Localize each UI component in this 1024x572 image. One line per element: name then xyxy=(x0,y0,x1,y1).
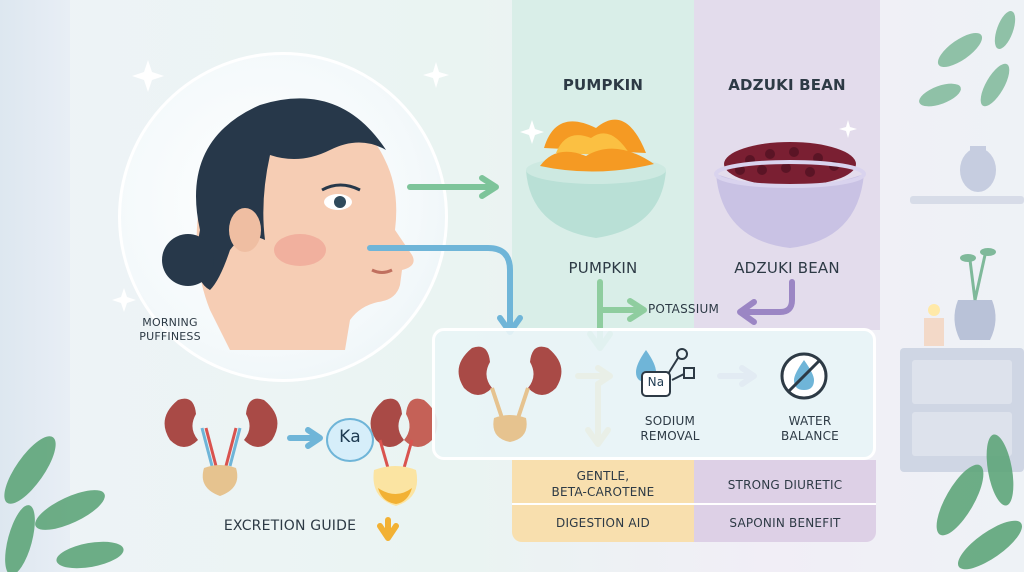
leaf-icon xyxy=(4,436,124,572)
bladder-icon xyxy=(493,415,527,442)
kidney-icon xyxy=(370,398,438,469)
puffiness-line: PUFFINESS xyxy=(139,330,201,343)
potassium-badge xyxy=(326,418,374,462)
adzuki-benefit-box xyxy=(694,460,876,542)
dresser-drawer xyxy=(912,360,1012,404)
blue-arrow xyxy=(367,245,523,335)
pumpkin-header: PUMPKIN xyxy=(562,76,644,94)
leaf-icon xyxy=(919,11,1016,107)
pumpkin-caption: PUMPKIN xyxy=(568,259,638,277)
bladder-icon xyxy=(373,466,418,506)
sodium-molecule-icon xyxy=(636,348,695,397)
na-badge-label: Na xyxy=(647,375,665,389)
sparkle-icon xyxy=(112,60,857,312)
pumpkin-benefit-1: GENTLE, BETA-CAROTENE xyxy=(512,468,694,500)
sodium-removal-label: SODIUM REMOVAL xyxy=(620,414,720,444)
balance-line: BALANCE xyxy=(781,429,839,443)
woman-profile-illustration xyxy=(162,98,414,350)
jar-icon xyxy=(960,146,996,192)
excretion-guide-illustration xyxy=(164,398,438,506)
blue-arrow xyxy=(287,427,323,449)
gentle-line: GENTLE, xyxy=(576,469,630,483)
adzuki-header: ADZUKI BEAN xyxy=(728,76,846,94)
kidney-icon xyxy=(164,398,278,467)
leaf-icon xyxy=(936,434,1023,570)
morning-line: MORNING xyxy=(142,316,198,329)
pumpkin-benefit-box xyxy=(512,460,694,542)
kidney-icon xyxy=(458,346,562,442)
removal-line: REMOVAL xyxy=(640,429,700,443)
sodium-line: SODIUM xyxy=(644,414,696,428)
water-balance-label: WATER BALANCE xyxy=(760,414,860,444)
morning-puffiness-label: MORNING PUFFINESS xyxy=(118,316,222,344)
potassium-label: POTASSIUM xyxy=(648,302,719,316)
pumpkin-bowl-icon xyxy=(526,119,666,238)
adzuki-bowl-icon xyxy=(714,142,866,248)
divider xyxy=(512,503,694,505)
no-water-drop-icon xyxy=(780,352,828,400)
ka-badge-label: Ka xyxy=(339,427,361,447)
excretion-guide-label: EXCRETION GUIDE xyxy=(223,518,357,534)
candle-icon xyxy=(924,304,944,346)
pumpkin-benefit-2: DIGESTION AID xyxy=(556,516,650,530)
adzuki-benefit-1: STRONG DIURETIC xyxy=(727,478,843,492)
adzuki-benefit-2: SAPONIN BENEFIT xyxy=(729,516,841,530)
vase-icon xyxy=(954,248,996,340)
beta-carotene-line: BETA-CAROTENE xyxy=(551,485,655,499)
green-arrow xyxy=(407,175,499,199)
wall-shelf xyxy=(910,196,1024,204)
water-line: WATER xyxy=(788,414,832,428)
divider xyxy=(694,503,876,505)
bladder-icon xyxy=(202,465,238,496)
adzuki-caption: ADZUKI BEAN xyxy=(734,259,840,277)
